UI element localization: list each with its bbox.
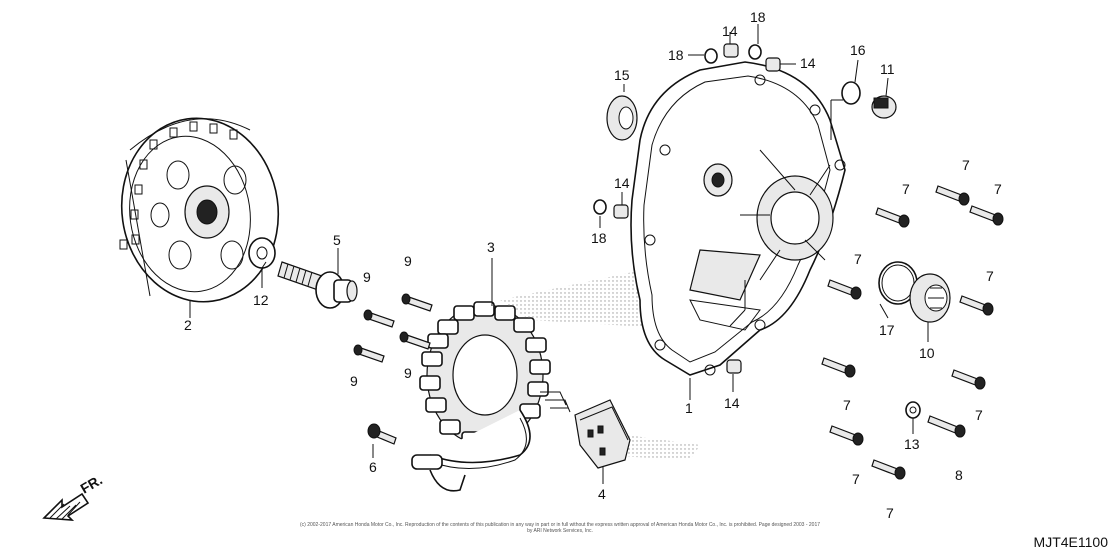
part-flywheel-rotor[interactable]: [110, 108, 290, 312]
callout-15: 15: [614, 67, 630, 83]
part-cap-11[interactable]: [871, 95, 897, 119]
callout-5: 5: [333, 232, 341, 248]
callout-14d: 14: [724, 395, 740, 411]
bolt-7e: [959, 295, 994, 316]
callout-1: 1: [685, 400, 693, 416]
copyright-notice: (c) 2002-2017 American Honda Motor Co., …: [300, 522, 821, 534]
part-o-ring-16[interactable]: [841, 81, 861, 105]
callout-8: 8: [955, 467, 963, 483]
callout-16: 16: [850, 42, 866, 58]
callout-14b: 14: [800, 55, 816, 71]
callout-17: 17: [879, 322, 895, 338]
callout-9b: 9: [363, 269, 371, 285]
callout-13: 13: [904, 436, 920, 452]
bolt-7i: [871, 459, 906, 480]
part-washer-12[interactable]: [248, 237, 276, 269]
part-cap-10[interactable]: [909, 273, 951, 323]
part-connector-4[interactable]: [574, 399, 631, 469]
callout-7h: 7: [852, 471, 860, 487]
callout-10: 10: [919, 345, 935, 361]
callout-11: 11: [880, 61, 895, 77]
bolt-7h: [829, 425, 864, 446]
bolt-9c: [399, 331, 431, 350]
callout-7e: 7: [986, 268, 994, 284]
front-direction-arrow-icon: FR.: [42, 471, 106, 521]
callout-9d: 9: [404, 365, 412, 381]
callout-2: 2: [184, 317, 192, 333]
callout-14c: 14: [614, 175, 630, 191]
bolt-6: [367, 423, 397, 445]
callout-9c: 9: [350, 373, 358, 389]
callout-9a: 9: [404, 253, 412, 269]
callout-3: 3: [487, 239, 495, 255]
bolt-7b: [875, 207, 910, 228]
callout-18a: 18: [668, 47, 684, 63]
leader-lines: [189, 24, 929, 484]
callout-14a: 14: [722, 23, 738, 39]
part-bolts[interactable]: [353, 185, 1004, 480]
bolt-7f: [821, 357, 856, 378]
bolt-9d: [353, 344, 385, 363]
bolt-7c: [969, 205, 1004, 226]
callout-7g: 7: [975, 407, 983, 423]
part-o-rings-18[interactable]: [593, 44, 762, 215]
callout-labels: 1 2 3 4 5 6 7 7 7 7 7 7 7 7 7 7 8 9 9 9 …: [184, 9, 1002, 521]
bolt-8: [927, 415, 966, 438]
front-direction-label: FR.: [78, 471, 106, 496]
callout-4: 4: [598, 486, 606, 502]
callout-7c: 7: [994, 181, 1002, 197]
bolt-9b: [363, 309, 395, 328]
part-washer-13[interactable]: [905, 401, 921, 419]
callout-7b: 7: [962, 157, 970, 173]
bolt-9a: [401, 293, 433, 312]
bolt-7a: [935, 185, 970, 206]
diagram-code: MJT4E1100: [1033, 534, 1108, 550]
part-oil-seal-15[interactable]: [606, 95, 638, 141]
callout-7a: 7: [902, 181, 910, 197]
callout-6: 6: [369, 459, 377, 475]
bolt-7d: [827, 279, 862, 300]
part-dowel-pins-14[interactable]: [613, 43, 781, 374]
part-flywheel-bolt-5[interactable]: [277, 261, 358, 309]
callout-7i: 7: [886, 505, 894, 521]
callout-7d: 7: [854, 251, 862, 267]
callout-12: 12: [253, 292, 269, 308]
callout-18b: 18: [750, 9, 766, 25]
bolt-7g: [951, 369, 986, 390]
part-stator-3[interactable]: [411, 301, 571, 492]
callout-18c: 18: [591, 230, 607, 246]
callout-7f: 7: [843, 397, 851, 413]
part-crankcase-cover-1[interactable]: [630, 61, 846, 376]
